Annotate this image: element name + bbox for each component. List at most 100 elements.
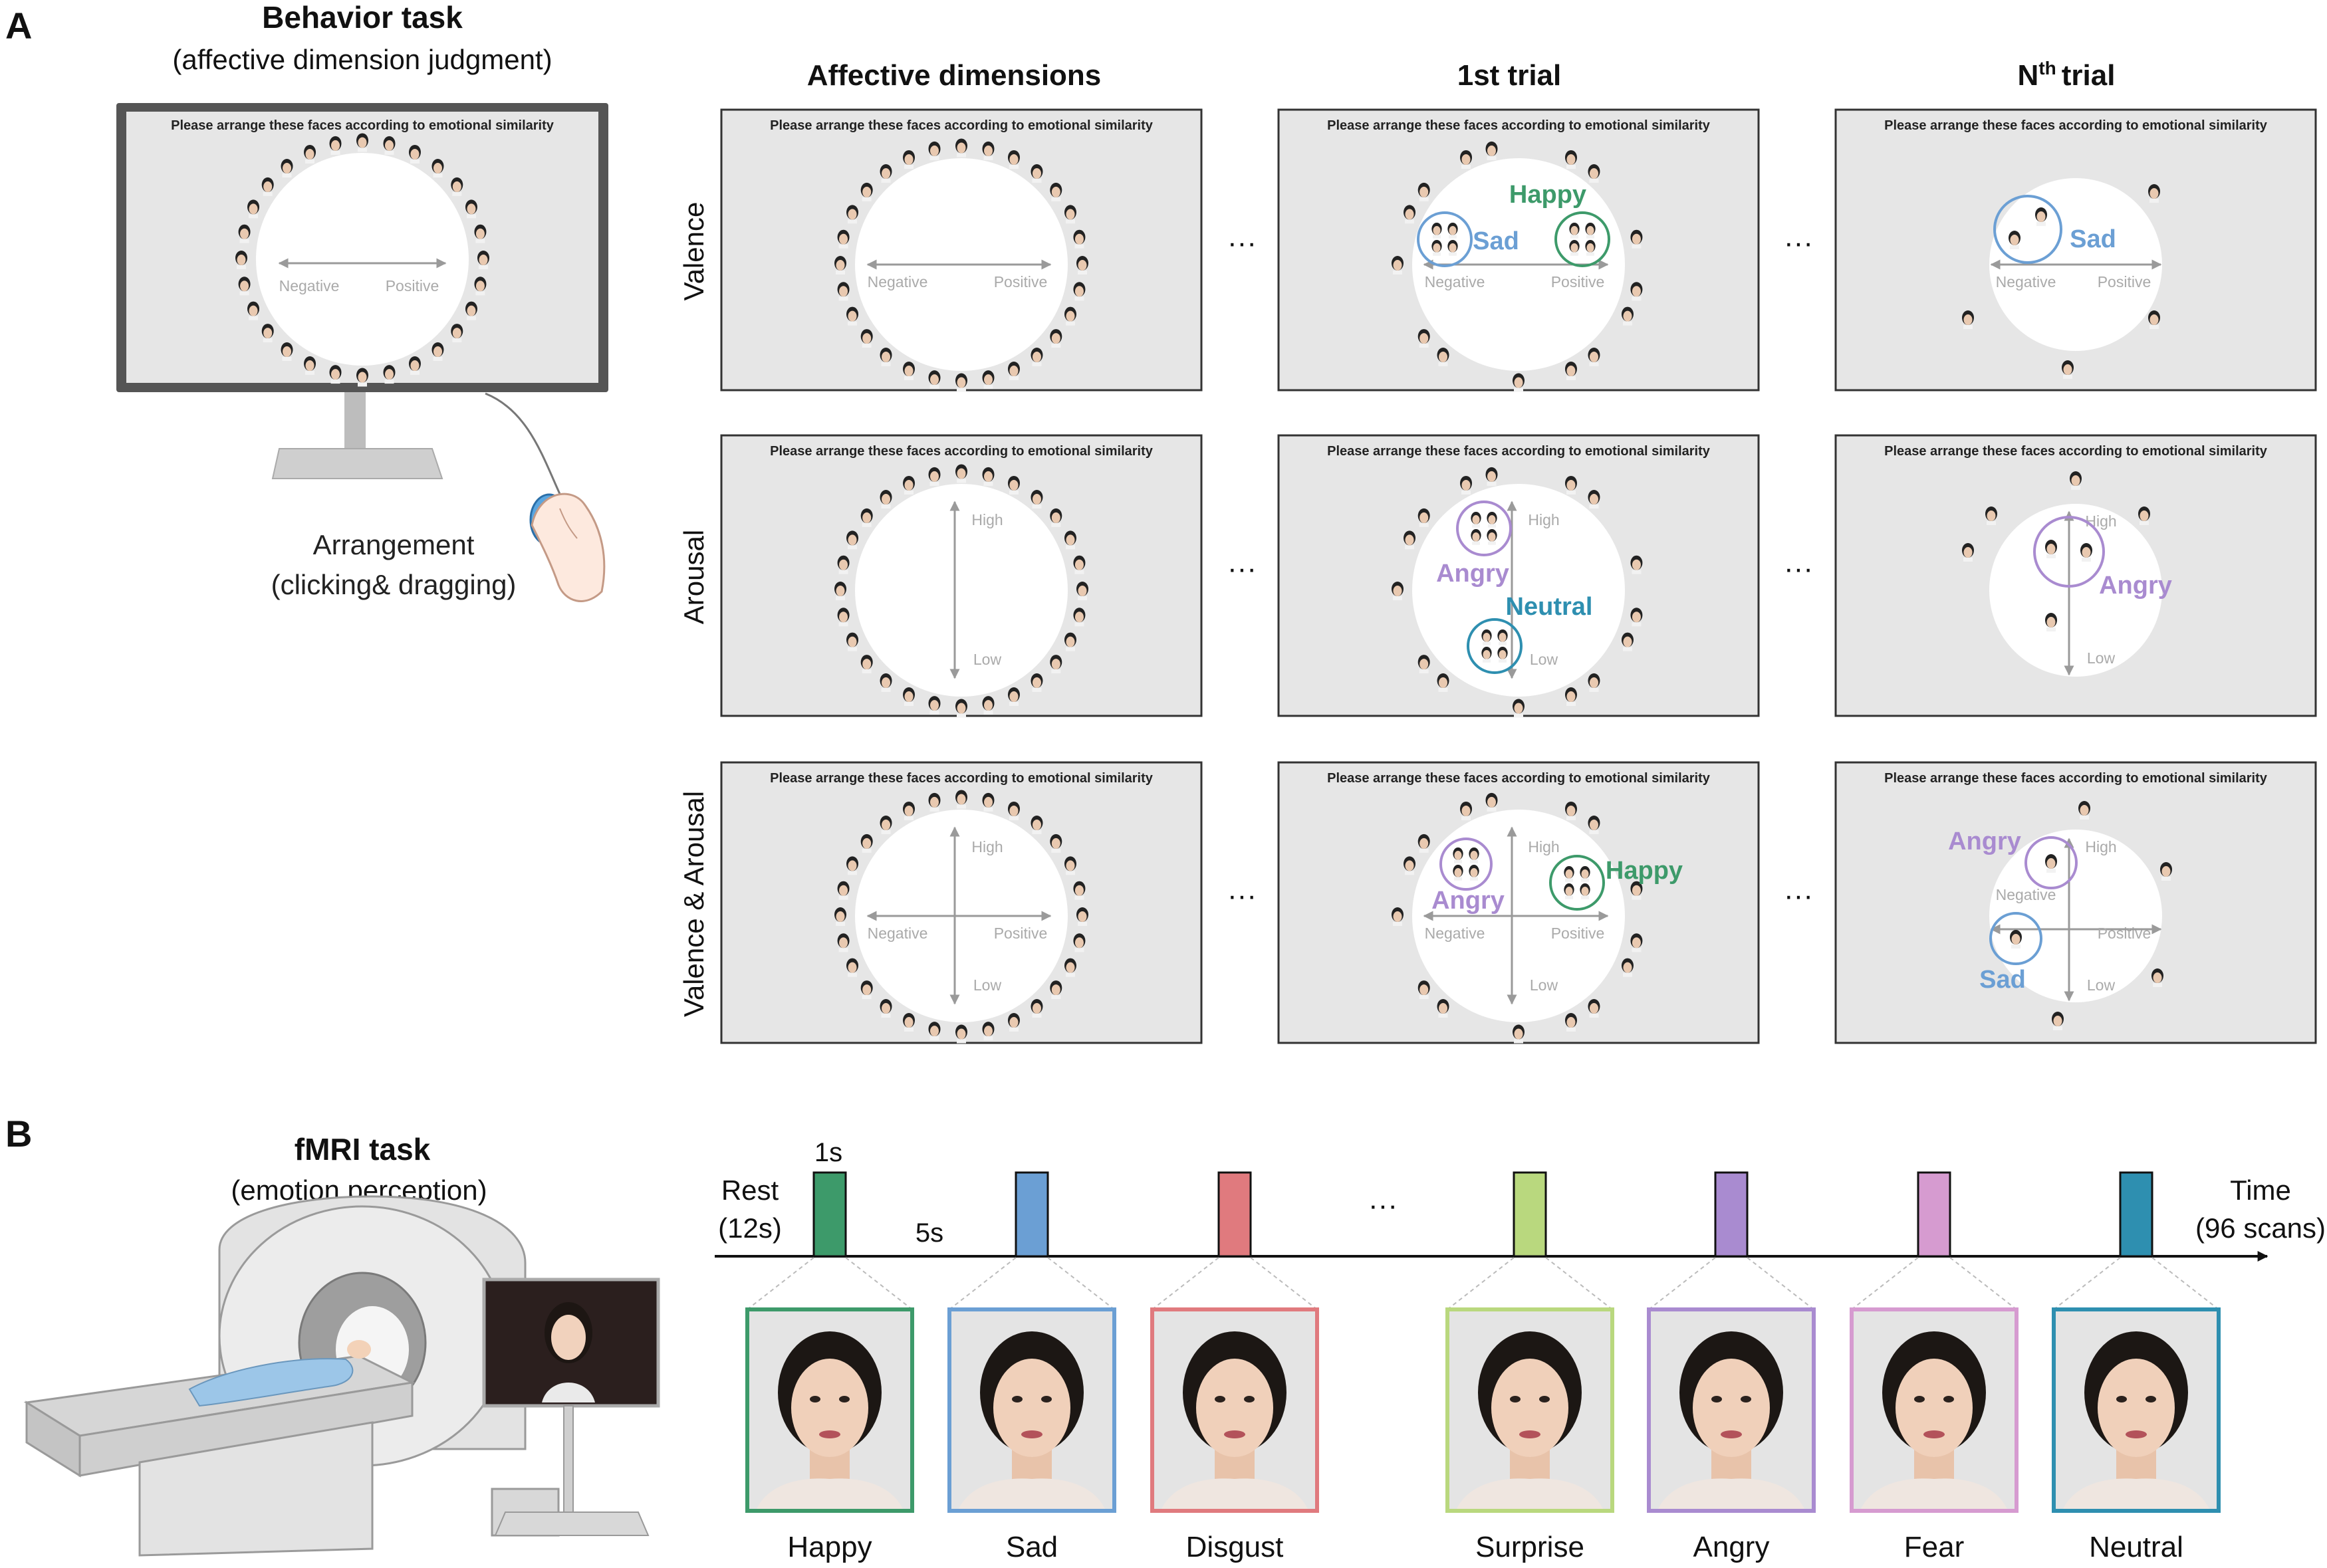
face-thumbnail[interactable] xyxy=(1073,555,1086,574)
face-thumbnail[interactable] xyxy=(1417,834,1430,853)
face-thumbnail[interactable] xyxy=(1431,239,1442,256)
face-thumbnail[interactable] xyxy=(1564,865,1574,882)
face-thumbnail[interactable] xyxy=(982,792,995,812)
face-thumbnail[interactable] xyxy=(1031,164,1043,183)
face-thumbnail[interactable] xyxy=(846,856,859,875)
face-thumbnail[interactable] xyxy=(903,362,916,381)
face-thumbnail[interactable] xyxy=(1076,582,1088,600)
face-thumbnail[interactable] xyxy=(880,164,892,183)
face-thumbnail[interactable] xyxy=(281,342,293,362)
face-thumbnail[interactable] xyxy=(1431,222,1442,239)
face-thumbnail[interactable] xyxy=(1621,632,1634,651)
face-thumbnail[interactable] xyxy=(846,632,859,651)
face-thumbnail[interactable] xyxy=(1630,282,1643,301)
face-thumbnail[interactable] xyxy=(1630,555,1643,574)
face-thumbnail[interactable] xyxy=(1050,834,1062,853)
face-thumbnail[interactable] xyxy=(1064,306,1076,326)
face-thumbnail[interactable] xyxy=(1447,239,1458,256)
face-thumbnail[interactable] xyxy=(235,251,247,269)
face-thumbnail[interactable] xyxy=(1621,306,1634,326)
face-thumbnail[interactable] xyxy=(1485,141,1498,160)
face-thumbnail[interactable] xyxy=(1073,881,1086,900)
face-thumbnail[interactable] xyxy=(431,158,444,177)
face-thumbnail[interactable] xyxy=(408,144,421,164)
face-thumbnail[interactable] xyxy=(837,229,850,249)
face-thumbnail[interactable] xyxy=(1569,239,1580,256)
face-thumbnail[interactable] xyxy=(903,801,916,820)
face-thumbnail[interactable] xyxy=(1050,980,1062,1000)
face-thumbnail[interactable] xyxy=(247,199,260,219)
face-thumbnail[interactable] xyxy=(837,555,850,574)
face-thumbnail[interactable] xyxy=(1031,673,1043,693)
face-thumbnail[interactable] xyxy=(837,933,850,952)
face-thumbnail[interactable] xyxy=(880,348,892,367)
face-thumbnail[interactable] xyxy=(1417,655,1430,674)
face-thumbnail[interactable] xyxy=(955,373,967,392)
face-thumbnail[interactable] xyxy=(1487,511,1497,528)
face-thumbnail[interactable] xyxy=(247,301,260,320)
face-thumbnail[interactable] xyxy=(431,342,444,362)
face-thumbnail[interactable] xyxy=(1585,239,1596,256)
face-thumbnail[interactable] xyxy=(1073,933,1086,952)
face-thumbnail[interactable] xyxy=(1630,608,1643,627)
face-thumbnail[interactable] xyxy=(1564,362,1577,381)
face-thumbnail[interactable] xyxy=(1513,1024,1525,1044)
face-thumbnail[interactable] xyxy=(1007,1013,1020,1032)
face-thumbnail[interactable] xyxy=(1073,608,1086,627)
face-thumbnail[interactable] xyxy=(1485,467,1498,486)
face-thumbnail[interactable] xyxy=(982,696,995,715)
face-thumbnail[interactable] xyxy=(1481,629,1492,645)
face-thumbnail[interactable] xyxy=(982,141,995,160)
face-thumbnail[interactable] xyxy=(1585,222,1596,239)
face-thumbnail[interactable] xyxy=(880,999,892,1018)
face-thumbnail[interactable] xyxy=(880,673,892,693)
face-thumbnail[interactable] xyxy=(1564,883,1574,899)
face-thumbnail[interactable] xyxy=(1621,958,1634,977)
face-thumbnail[interactable] xyxy=(304,144,316,164)
face-thumbnail[interactable] xyxy=(955,790,967,809)
face-thumbnail[interactable] xyxy=(1031,815,1043,834)
face-thumbnail[interactable] xyxy=(1050,329,1062,348)
face-thumbnail[interactable] xyxy=(238,277,251,296)
face-thumbnail[interactable] xyxy=(834,582,846,600)
face-thumbnail[interactable] xyxy=(982,467,995,486)
face-thumbnail[interactable] xyxy=(1588,999,1600,1018)
face-thumbnail[interactable] xyxy=(903,687,916,707)
face-thumbnail[interactable] xyxy=(837,282,850,301)
face-thumbnail[interactable] xyxy=(1404,856,1416,875)
face-thumbnail[interactable] xyxy=(1050,508,1062,527)
face-thumbnail[interactable] xyxy=(1630,933,1643,952)
face-thumbnail[interactable] xyxy=(474,224,487,243)
face-thumbnail[interactable] xyxy=(238,224,251,243)
face-thumbnail[interactable] xyxy=(1417,182,1430,201)
face-thumbnail[interactable] xyxy=(356,133,368,152)
face-thumbnail[interactable] xyxy=(474,277,487,296)
face-thumbnail[interactable] xyxy=(1064,205,1076,224)
face-thumbnail[interactable] xyxy=(1580,883,1590,899)
face-thumbnail[interactable] xyxy=(1417,329,1430,348)
face-thumbnail[interactable] xyxy=(955,1024,967,1044)
face-thumbnail[interactable] xyxy=(281,158,293,177)
face-thumbnail[interactable] xyxy=(1497,646,1508,663)
face-thumbnail[interactable] xyxy=(860,182,873,201)
face-thumbnail[interactable] xyxy=(1031,999,1043,1018)
face-thumbnail[interactable] xyxy=(860,655,873,674)
face-thumbnail[interactable] xyxy=(408,356,421,376)
face-thumbnail[interactable] xyxy=(903,1013,916,1032)
face-thumbnail[interactable] xyxy=(955,138,967,158)
face-thumbnail[interactable] xyxy=(261,324,274,343)
face-thumbnail[interactable] xyxy=(1404,205,1416,224)
face-thumbnail[interactable] xyxy=(1064,530,1076,550)
face-thumbnail[interactable] xyxy=(465,199,477,219)
face-thumbnail[interactable] xyxy=(928,792,941,812)
face-thumbnail[interactable] xyxy=(1487,528,1497,545)
face-thumbnail[interactable] xyxy=(1453,847,1463,863)
face-thumbnail[interactable] xyxy=(329,136,342,155)
face-thumbnail[interactable] xyxy=(1471,511,1481,528)
face-thumbnail[interactable] xyxy=(860,508,873,527)
face-thumbnail[interactable] xyxy=(1447,222,1458,239)
face-thumbnail[interactable] xyxy=(1437,348,1449,367)
face-thumbnail[interactable] xyxy=(356,368,368,387)
face-thumbnail[interactable] xyxy=(1588,489,1600,508)
face-thumbnail[interactable] xyxy=(1460,801,1473,820)
